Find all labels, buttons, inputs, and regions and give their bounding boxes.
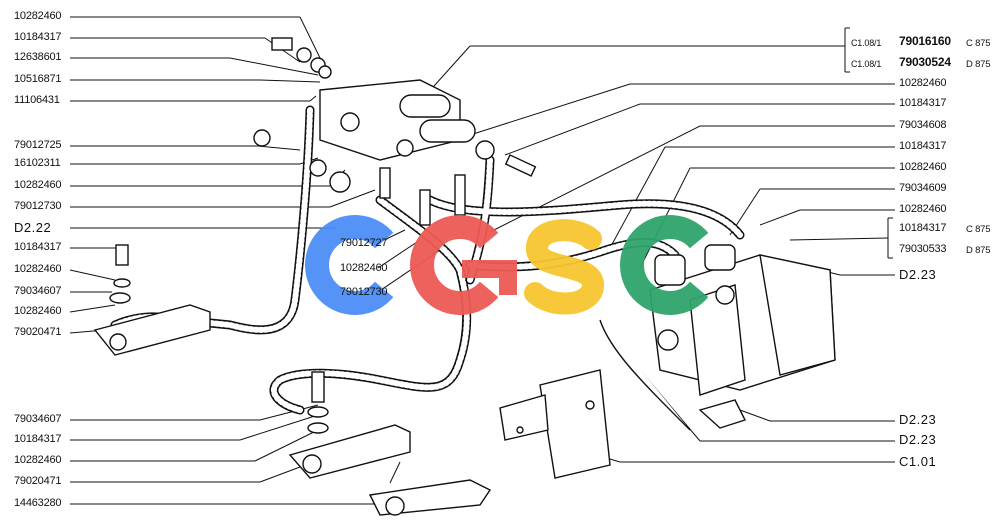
section-ref: D2.23 xyxy=(899,432,937,447)
left-part-label: 16102311 xyxy=(14,157,61,169)
left-part-label: 79020471 xyxy=(14,326,62,338)
center-label: 10282460 xyxy=(340,262,388,274)
variant-label: C 875 xyxy=(966,224,991,235)
left-part-label: 79034607 xyxy=(14,285,62,297)
left-part-label: 79020471 xyxy=(14,475,62,487)
part-code: 79016160 xyxy=(899,34,951,48)
right-part-label: 79034609 xyxy=(899,182,947,194)
left-part-label: 10184317 xyxy=(14,241,62,253)
variant-label: C 875 xyxy=(966,38,991,49)
left-part-label: 10282460 xyxy=(14,263,62,275)
left-part-label: 12638601 xyxy=(14,51,62,63)
left-part-label: 79012725 xyxy=(14,139,62,151)
section-ref: D2.23 xyxy=(899,267,937,282)
left-part-label: 11106431 xyxy=(14,94,60,106)
left-part-label: 10516871 xyxy=(14,73,62,85)
section-ref: C1.01 xyxy=(899,454,937,469)
right-part-label: 10282460 xyxy=(899,77,947,89)
watermark-letter-c xyxy=(305,215,394,315)
right-part-label: 10184317 xyxy=(899,97,947,109)
left-part-label: 10282460 xyxy=(14,305,62,317)
watermark-letter-s xyxy=(524,219,605,315)
right-part-label: 10282460 xyxy=(899,161,947,173)
right-part-label: 79034608 xyxy=(899,119,947,131)
section-ref: D2.23 xyxy=(899,412,937,427)
variant-label: D 875 xyxy=(966,245,991,256)
watermark xyxy=(300,210,720,320)
right-part-label: 10184317 xyxy=(899,140,947,152)
left-part-label: 79034607 xyxy=(14,413,62,425)
variant-label: D 875 xyxy=(966,59,991,70)
watermark-logo xyxy=(305,215,709,315)
left-part-label: 79012730 xyxy=(14,200,62,212)
part-code: 79030533 xyxy=(899,243,947,255)
part-code: 79030524 xyxy=(899,55,951,69)
right-part-label: 10282460 xyxy=(899,203,947,215)
left-part-label: 10282460 xyxy=(14,179,62,191)
center-label: 79012727 xyxy=(340,237,388,249)
left-part-label: 10282460 xyxy=(14,454,62,466)
part-code: 10184317 xyxy=(899,222,947,234)
left-part-label: 10184317 xyxy=(14,433,62,445)
left-part-label: 10282460 xyxy=(14,10,62,22)
center-label: 79012730 xyxy=(340,286,388,298)
left-part-label: 10184317 xyxy=(14,31,62,43)
watermark-letter-g xyxy=(410,215,517,315)
ref-code: C1.08/1 xyxy=(851,38,882,48)
watermark-letter-c xyxy=(620,215,709,315)
ref-code: C1.08/1 xyxy=(851,59,882,69)
left-part-label: D2.22 xyxy=(14,220,52,235)
left-part-label: 14463280 xyxy=(14,497,62,509)
